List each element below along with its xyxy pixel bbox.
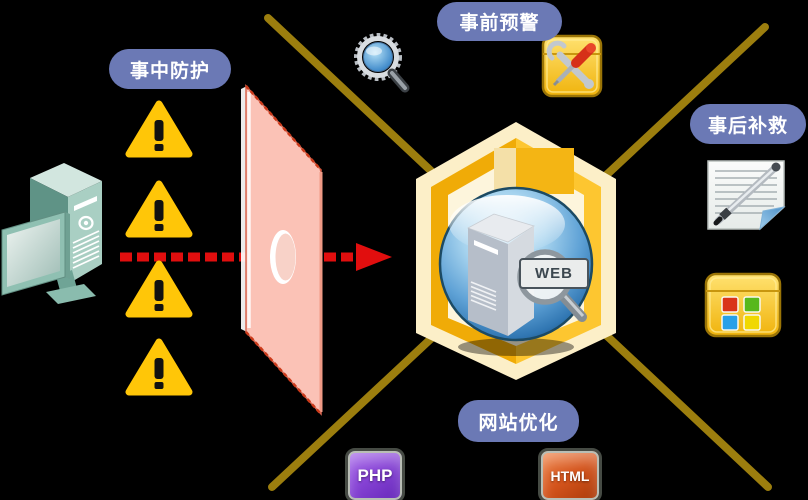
server-tower-icon [467, 213, 535, 336]
label-pre-warning: 事前预警 [437, 2, 562, 41]
html-badge: HTML [538, 448, 602, 500]
label-site-optimize-text: 网站优化 [478, 412, 559, 434]
warning-triangle-icon [129, 104, 189, 154]
label-post-remedy: 事后补救 [690, 104, 806, 144]
label-in-protect-text: 事中防护 [129, 60, 210, 82]
pen-icon [713, 162, 781, 226]
web-badge: WEB [519, 258, 589, 289]
web-badge-text: WEB [535, 265, 573, 282]
label-site-optimize: 网站优化 [458, 400, 579, 442]
php-badge: PHP [345, 448, 405, 500]
wrench-icon [546, 40, 594, 89]
notepad-pen-icon [707, 160, 786, 236]
magnifier-icon [354, 33, 410, 93]
label-post-remedy-text: 事后补救 [707, 115, 788, 137]
warning-triangle-icon [129, 184, 189, 234]
toolbox-icon [541, 34, 603, 98]
warning-triangle-icon [129, 342, 189, 392]
computer-icon [1, 163, 102, 304]
label-in-protect: 事中防护 [109, 49, 231, 89]
warning-triangle-icon [129, 264, 189, 314]
label-pre-warning-text: 事前预警 [459, 13, 540, 34]
screwdriver-icon [552, 43, 596, 87]
warning-triangles [129, 104, 189, 392]
php-badge-text: PHP [357, 465, 393, 485]
monitor-screen [7, 219, 60, 287]
html-badge-text: HTML [550, 467, 590, 484]
app-grid-icon [704, 272, 782, 338]
firewall-wall [241, 84, 323, 416]
